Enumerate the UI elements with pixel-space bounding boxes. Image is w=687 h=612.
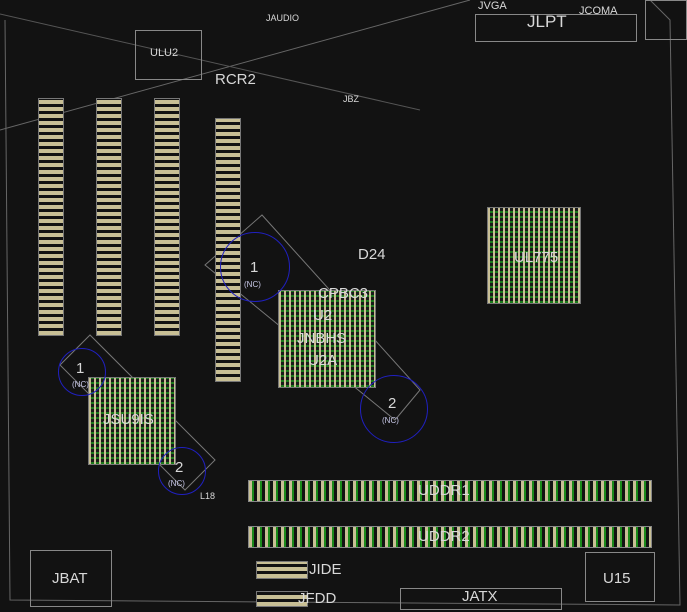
u15-label: U15 — [603, 570, 631, 587]
uddr2-slot — [248, 526, 652, 548]
u2-label: U2 — [313, 307, 333, 324]
jvga-label: JVGA — [478, 0, 507, 12]
jide-label: JIDE — [309, 561, 342, 578]
hole-2-center-note: (NC) — [382, 416, 399, 425]
u2-northbridge-chip — [278, 290, 376, 388]
ulu2-chip — [135, 30, 202, 80]
jbz-label: JBZ — [343, 94, 360, 104]
jcoma-connector — [645, 0, 687, 40]
hole-1-left-number: 1 — [76, 360, 85, 377]
u15-chip — [585, 552, 655, 602]
mounting-hole-1-top — [220, 232, 290, 302]
pci-slot-3 — [154, 98, 180, 336]
mounting-hole-2-center — [360, 375, 428, 443]
jsu9is-label: JSU9IS — [103, 411, 154, 428]
pci-slot-1 — [38, 98, 64, 336]
jfdd-connector — [256, 591, 308, 607]
l18-label: L18 — [200, 491, 216, 501]
u2a-label: U2A — [308, 352, 338, 369]
jfdd-label: JFDD — [298, 590, 337, 607]
uddr1-slot — [248, 480, 652, 502]
jbat-label: JBAT — [52, 570, 88, 587]
jatx-connector — [400, 588, 562, 610]
hole-1-left-note: (NC) — [72, 380, 89, 389]
ulu2-label: ULU2 — [150, 47, 179, 59]
jnbhs-label: JNBHS — [297, 330, 347, 347]
hole-1-top-number: 1 — [250, 259, 259, 276]
jatx-label: JATX — [462, 588, 498, 605]
mounting-hole-2-left — [158, 447, 206, 495]
cpbc3-label: CPBC3 — [318, 285, 369, 302]
jlpt-connector — [475, 14, 637, 42]
mounting-hole-1-left — [58, 348, 106, 396]
jaudio-label: JAUDIO — [266, 13, 300, 23]
d24-label: D24 — [358, 246, 386, 263]
jbat-holder — [30, 550, 112, 607]
hole-2-left-number: 2 — [175, 459, 184, 476]
jide-connector — [256, 561, 308, 579]
ul775-chip — [487, 207, 581, 304]
hole-2-center-number: 2 — [388, 395, 397, 412]
jcoma-label: JCOMA — [579, 5, 618, 17]
pci-slot-2 — [96, 98, 122, 336]
rcr2-label: RCR2 — [215, 71, 256, 88]
jsu9is-southbridge-chip — [88, 377, 176, 465]
hole-2-left-note: (NC) — [168, 479, 185, 488]
ul775-label: UL775 — [514, 249, 559, 266]
uddr2-label: UDDR2 — [418, 528, 470, 545]
jlpt-label: JLPT — [527, 12, 567, 31]
hole-1-top-note: (NC) — [244, 280, 261, 289]
uddr1-label: UDDR1 — [418, 482, 470, 499]
